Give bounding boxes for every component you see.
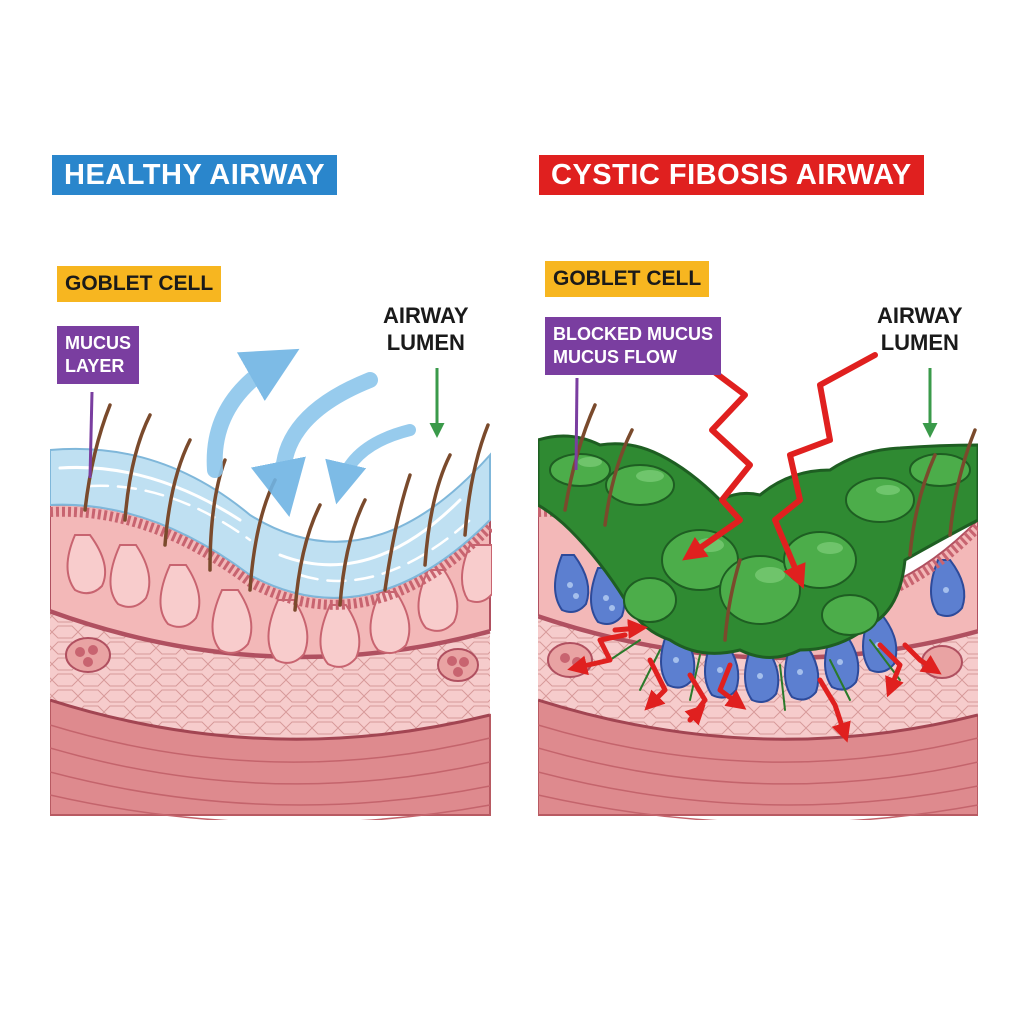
curved-arrow-icon <box>250 372 378 517</box>
mucus-label-line: LAYER <box>65 356 125 376</box>
blood-vessel <box>921 645 963 679</box>
healthy-airway-panel <box>50 348 492 820</box>
cf-airway-lumen-label: AIRWAY LUMEN <box>877 302 963 356</box>
inflammation-arrows <box>567 618 942 743</box>
healthy-mucus-layer-label: MUCUS LAYER <box>57 326 139 384</box>
blood-vessel <box>65 637 111 673</box>
lumen-label-line: AIRWAY <box>877 303 963 328</box>
curved-arrow-icon <box>325 424 416 505</box>
cf-blocked-mucus-label: BLOCKED MUCUS MUCUS FLOW <box>545 317 721 375</box>
blood-vessel <box>547 642 593 678</box>
blood-vessel <box>437 648 479 682</box>
healthy-mucus-layer <box>50 447 491 599</box>
curved-arrow-icon <box>206 348 300 478</box>
lumen-label-line: AIRWAY <box>383 303 469 328</box>
cf-goblet-cell-label: GOBLET CELL <box>545 261 710 297</box>
healthy-airway-title: HEALTHY AIRWAY <box>52 155 338 195</box>
zigzag-arrow-icon <box>772 352 878 589</box>
mucus-label-line: MUCUS <box>65 333 131 353</box>
mucus-label-line: BLOCKED MUCUS <box>553 324 713 344</box>
healthy-goblet-cell-label: GOBLET CELL <box>57 266 222 302</box>
mucus-pointer-line <box>88 391 94 479</box>
obstruction-arrows <box>682 352 878 589</box>
zigzag-arrow-icon <box>682 362 753 561</box>
lumen-label-line: LUMEN <box>880 330 959 355</box>
mucus-pointer-line <box>574 377 579 471</box>
lumen-label-line: LUMEN <box>386 330 465 355</box>
cf-airway-title: CYSTIC FIBOSIS AIRWAY <box>539 155 924 195</box>
mucus-label-line: MUCUS FLOW <box>553 347 677 367</box>
goblet-cells <box>66 534 492 668</box>
mucus-flow-arrows <box>206 348 416 517</box>
healthy-airway-lumen-label: AIRWAY LUMEN <box>383 302 469 356</box>
cf-airway-panel <box>538 352 978 820</box>
